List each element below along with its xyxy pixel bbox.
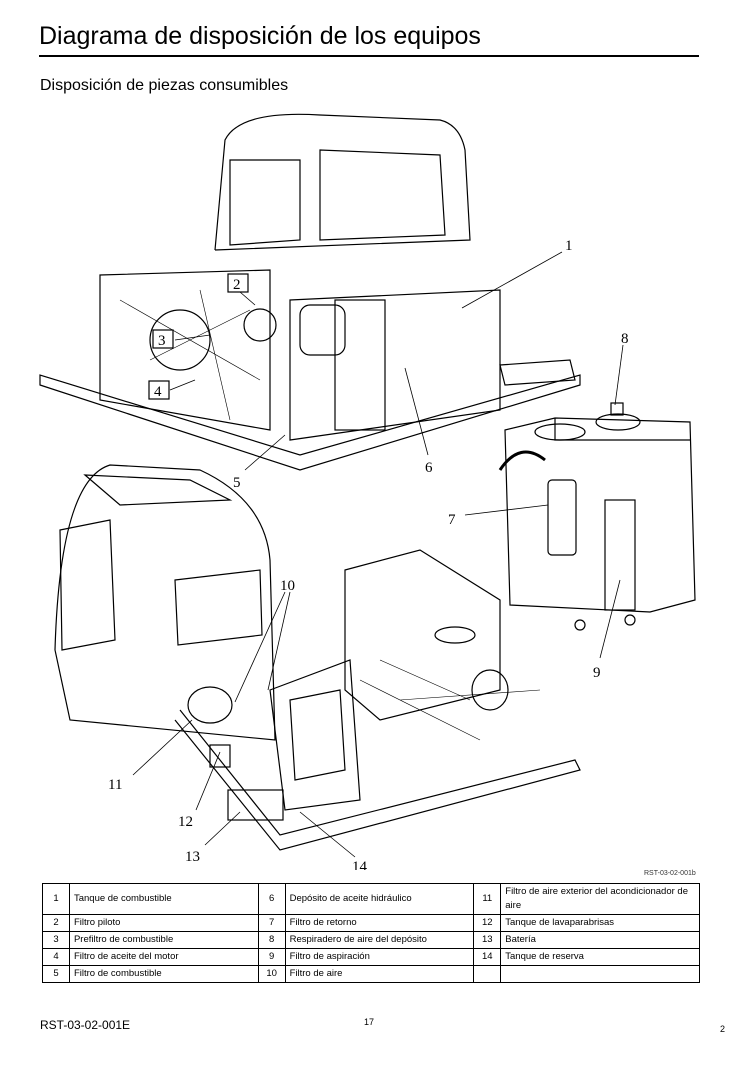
callout-11: 11 bbox=[108, 777, 122, 793]
item-name: Tanque de combustible bbox=[68, 883, 259, 915]
page-number: 17 bbox=[364, 1017, 375, 1027]
title-rule bbox=[39, 55, 699, 57]
callout-5: 5 bbox=[233, 475, 241, 491]
callout-12: 12 bbox=[178, 814, 193, 830]
item-name: Depósito de aceite hidráulico bbox=[284, 883, 475, 915]
item-name: Filtro de aceite del motor bbox=[68, 948, 259, 966]
item-name: Filtro de aire bbox=[284, 965, 475, 983]
callout-14: 14 bbox=[352, 859, 368, 870]
callout-3: 3 bbox=[158, 333, 166, 349]
item-name: Filtro de combustible bbox=[68, 965, 259, 983]
callout-9: 9 bbox=[593, 665, 601, 681]
item-number: 3 bbox=[42, 931, 70, 949]
item-number: 5 bbox=[42, 965, 70, 983]
item-number: 11 bbox=[473, 883, 502, 915]
item-name: Tanque de reserva bbox=[500, 948, 700, 966]
leader-lines bbox=[132, 251, 624, 858]
item-name: Batería bbox=[500, 931, 700, 949]
item-number: 6 bbox=[257, 883, 286, 915]
item-number bbox=[473, 965, 502, 983]
callout-8: 8 bbox=[621, 331, 629, 347]
callout-1: 1 bbox=[565, 238, 573, 254]
item-number: 13 bbox=[473, 931, 502, 949]
item-name: Filtro de aire exterior del acondicionad… bbox=[500, 883, 700, 915]
item-name: Tanque de lavaparabrisas bbox=[500, 914, 700, 932]
item-name: Filtro piloto bbox=[68, 914, 259, 932]
item-name bbox=[500, 965, 700, 983]
item-number: 8 bbox=[257, 931, 286, 949]
item-number: 9 bbox=[257, 948, 286, 966]
callout-2: 2 bbox=[233, 277, 241, 293]
hydraulic-tank-view bbox=[498, 402, 696, 631]
item-number: 2 bbox=[42, 914, 70, 932]
callout-7: 7 bbox=[448, 512, 456, 528]
document-id: RST-03-02-001E bbox=[40, 1018, 131, 1032]
page-title: Diagrama de disposición de los equipos bbox=[39, 22, 481, 50]
machine-rear-view bbox=[39, 113, 581, 471]
callout-6: 6 bbox=[425, 460, 433, 476]
item-number: 7 bbox=[257, 914, 286, 932]
equipment-layout-illustration: 1 2 3 4 5 6 7 8 9 10 11 12 13 14 bbox=[39, 113, 696, 870]
item-number: 4 bbox=[42, 948, 70, 966]
section-subtitle: Disposición de piezas consumibles bbox=[40, 77, 289, 94]
item-number: 1 bbox=[42, 883, 70, 915]
figure-code: RST-03-02-001b bbox=[644, 870, 696, 877]
item-name: Filtro de aspiración bbox=[284, 948, 475, 966]
item-number: 12 bbox=[473, 914, 502, 932]
item-number: 10 bbox=[257, 965, 286, 983]
callout-4: 4 bbox=[154, 384, 162, 400]
callout-13: 13 bbox=[185, 849, 200, 865]
item-name: Prefiltro de combustible bbox=[68, 931, 259, 949]
item-number: 14 bbox=[473, 948, 502, 966]
corner-number: 2 bbox=[720, 1024, 726, 1034]
callout-10: 10 bbox=[280, 578, 295, 594]
item-name: Respiradero de aire del depósito bbox=[284, 931, 475, 949]
item-name: Filtro de retorno bbox=[284, 914, 475, 932]
machine-front-view bbox=[54, 464, 581, 851]
